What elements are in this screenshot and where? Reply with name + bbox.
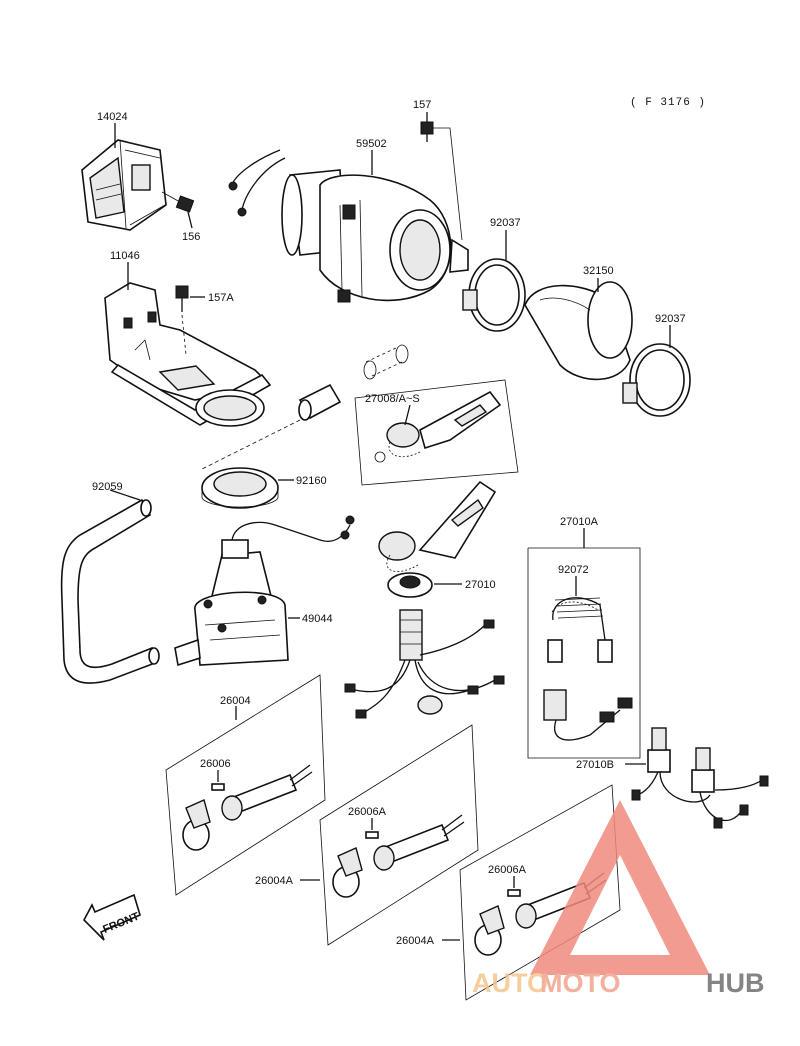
leader-92059 bbox=[109, 489, 141, 501]
label-156: 156 bbox=[182, 231, 200, 243]
part-27010a-box bbox=[527, 547, 641, 759]
guide-hose bbox=[199, 419, 301, 471]
label-27010a: 27010A bbox=[560, 516, 599, 528]
label-157a: 157A bbox=[208, 292, 234, 304]
label-14024: 14024 bbox=[97, 111, 128, 123]
part-157a-bolt bbox=[175, 285, 189, 312]
part-26004a-box-1 bbox=[319, 724, 479, 946]
label-26006a-2: 26006A bbox=[488, 864, 527, 876]
part-hose-joint bbox=[298, 344, 409, 421]
part-26004-box bbox=[165, 674, 326, 896]
front-arrow: FRONT bbox=[83, 893, 141, 941]
label-26004: 26004 bbox=[220, 695, 251, 707]
label-157: 157 bbox=[413, 99, 431, 111]
part-32150-hose bbox=[524, 281, 633, 381]
part-11046-bracket bbox=[104, 282, 272, 427]
reference-code: ( F 3176 ) bbox=[630, 97, 706, 109]
part-59502-blower bbox=[228, 149, 469, 303]
part-49044-pump bbox=[174, 515, 355, 667]
label-11046: 11046 bbox=[110, 250, 140, 262]
watermark-triangle bbox=[530, 800, 710, 975]
label-49044: 49044 bbox=[302, 613, 333, 625]
leader-157-line bbox=[433, 127, 463, 241]
label-92037-a: 92037 bbox=[490, 217, 521, 229]
watermark-text-moto: MOTO bbox=[540, 968, 621, 998]
label-26006: 26006 bbox=[200, 758, 231, 770]
part-14024-cover bbox=[81, 139, 167, 231]
label-27010b: 27010B bbox=[576, 759, 614, 771]
part-157-bolt bbox=[420, 121, 434, 142]
leader-156 bbox=[187, 211, 193, 229]
leader-27008 bbox=[404, 404, 411, 426]
label-92037-b: 92037 bbox=[655, 313, 686, 325]
part-156-bolt bbox=[161, 191, 195, 213]
label-59502: 59502 bbox=[356, 138, 387, 150]
part-92059-hose bbox=[60, 498, 160, 684]
part-27010-switch bbox=[344, 480, 505, 719]
part-92037-clamp-a bbox=[462, 258, 526, 332]
label-92160: 92160 bbox=[296, 475, 327, 487]
part-27010b-switch bbox=[631, 727, 769, 829]
watermark-text-auto: AUTO bbox=[472, 968, 548, 998]
label-92072: 92072 bbox=[558, 564, 589, 576]
label-27008: 27008/A~S bbox=[365, 393, 420, 405]
label-26004a-2: 26004A bbox=[396, 935, 435, 947]
label-26004a-1: 26004A bbox=[255, 875, 294, 887]
part-27008-box bbox=[354, 379, 519, 486]
part-92037-clamp-b bbox=[622, 343, 691, 417]
label-32150: 32150 bbox=[583, 265, 614, 277]
watermark-text-hub: HUB bbox=[706, 968, 765, 998]
label-27010: 27010 bbox=[465, 579, 496, 591]
label-92059: 92059 bbox=[92, 481, 123, 493]
part-92160-seal bbox=[201, 467, 279, 509]
label-26006a-1: 26006A bbox=[348, 806, 387, 818]
watermark-logo: AUTO MOTO HUB bbox=[472, 800, 765, 998]
guide-157a bbox=[181, 314, 187, 356]
